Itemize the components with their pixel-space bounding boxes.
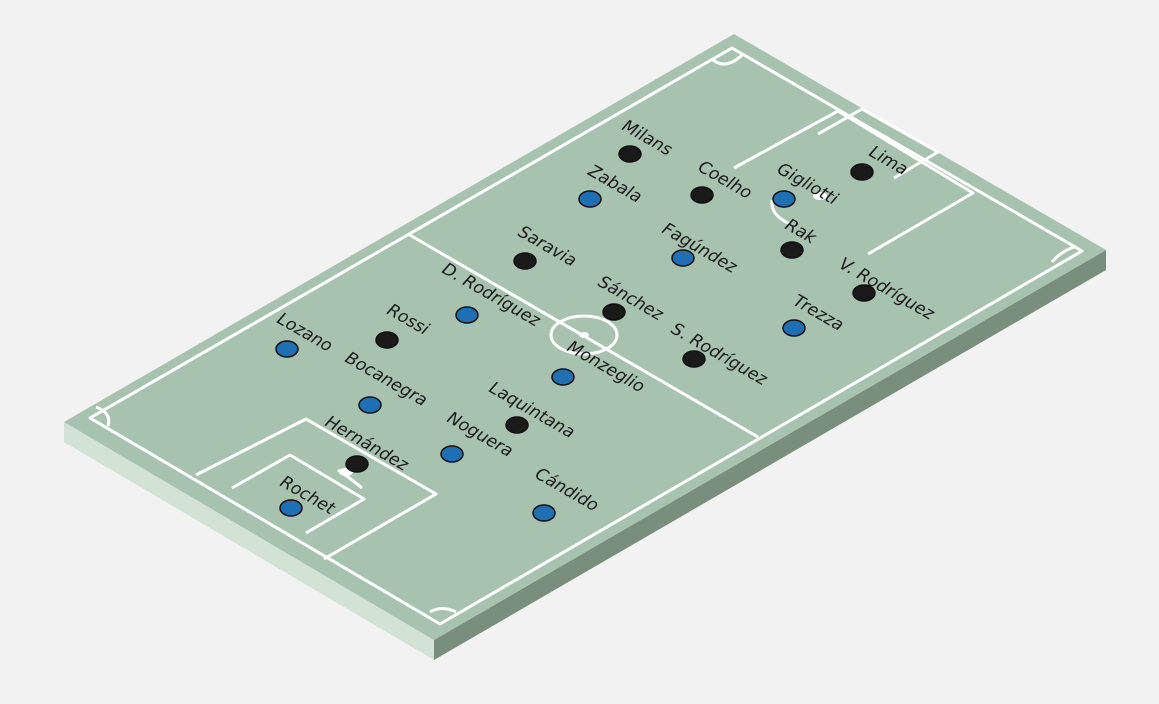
goal-area-top	[817, 107, 940, 180]
player-marker-saravia	[513, 252, 537, 270]
player-marker-zabala	[578, 190, 602, 208]
player-marker-hernandez	[345, 455, 369, 473]
player-marker-coelho	[690, 186, 714, 204]
center-circle	[549, 314, 619, 356]
player-marker-rossi	[375, 331, 399, 349]
penalty-box-top	[733, 109, 975, 256]
player-marker-trezza	[782, 319, 806, 337]
player-marker-lozano	[275, 340, 299, 358]
corner-arc-left	[95, 405, 111, 427]
player-marker-lima	[850, 163, 874, 181]
penalty-box-bottom	[195, 417, 438, 561]
player-marker-d-rodriguez	[455, 306, 479, 324]
player-marker-rak	[780, 241, 804, 259]
pitch-side-right	[434, 250, 1106, 660]
pitch-side-left	[64, 422, 434, 660]
player-marker-candido	[532, 504, 556, 522]
player-marker-v-rodriguez	[852, 284, 876, 302]
corner-arc-bottom	[429, 607, 457, 614]
player-marker-fagundez	[671, 249, 695, 267]
penalty-spot-top	[813, 192, 827, 200]
player-marker-noguera	[440, 445, 464, 463]
corner-arc-right	[1050, 245, 1075, 263]
player-marker-monzeglio	[551, 368, 575, 386]
player-marker-milans	[618, 145, 642, 163]
player-marker-s-rodriguez	[682, 350, 706, 368]
player-marker-laquintana	[505, 416, 529, 434]
player-marker-bocanegra	[358, 396, 382, 414]
goal-area-bottom	[231, 453, 366, 535]
corner-arc-top	[712, 53, 744, 66]
player-marker-rochet	[279, 499, 303, 517]
player-marker-gigliotti	[772, 190, 796, 208]
penalty-arc-top	[770, 199, 791, 226]
player-marker-sanchez	[602, 303, 626, 321]
center-spot	[579, 332, 589, 338]
